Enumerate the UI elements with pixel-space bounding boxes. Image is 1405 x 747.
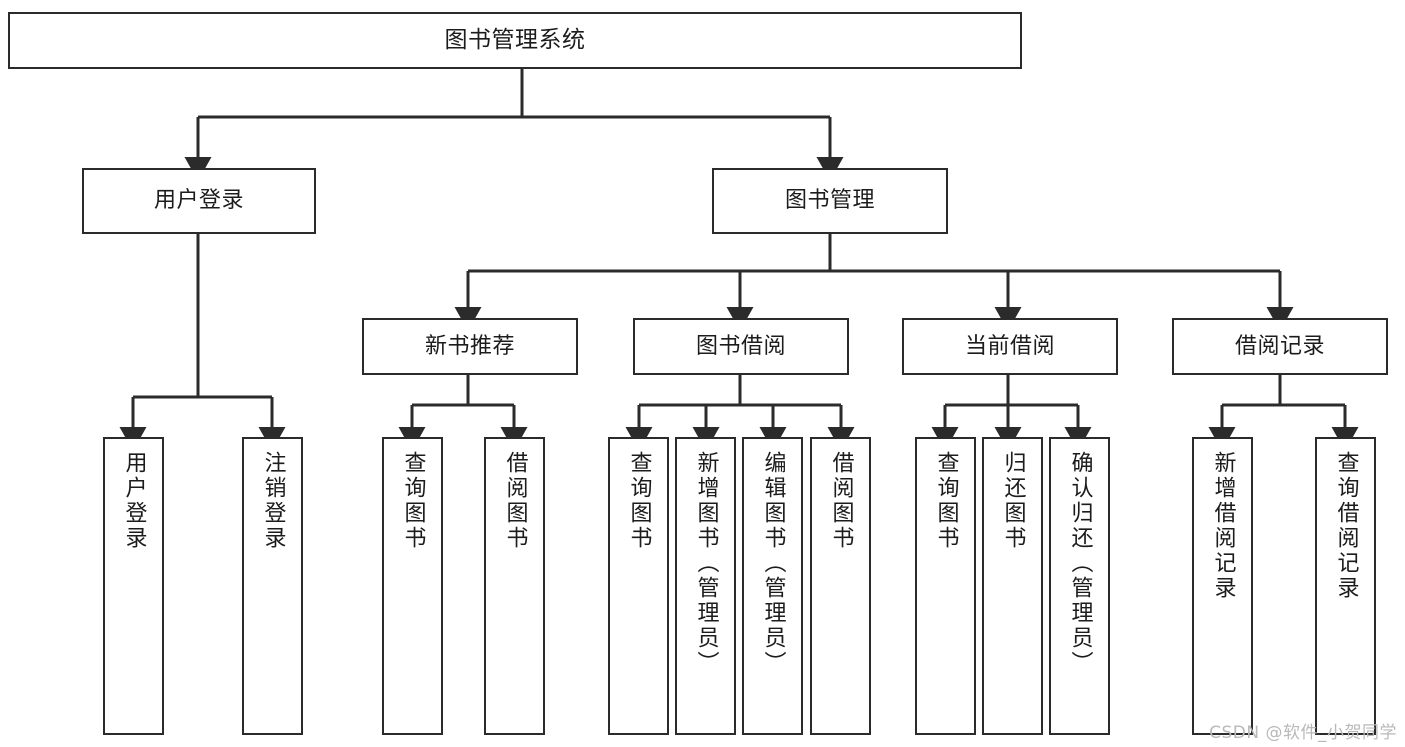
node-label: 新书推荐 bbox=[424, 333, 515, 359]
node-book-management[interactable]: 图书管理 bbox=[712, 168, 948, 234]
node-label: 图书管理 bbox=[784, 188, 875, 214]
node-label: 用户登录 bbox=[121, 451, 147, 551]
leaf-borrow-edit-book[interactable]: 编辑图书（管理员） bbox=[742, 437, 803, 735]
node-label: 注销登录 bbox=[260, 451, 286, 551]
leaf-recommend-query-book[interactable]: 查询图书 bbox=[382, 437, 443, 735]
leaf-record-add-record[interactable]: 新增借阅记录 bbox=[1192, 437, 1253, 735]
node-label: 归还图书 bbox=[1000, 451, 1026, 551]
node-label: 借阅记录 bbox=[1234, 333, 1325, 359]
node-label: 查询借阅记录 bbox=[1333, 451, 1359, 601]
node-label: 新增借阅记录 bbox=[1210, 451, 1236, 601]
node-label: 新增图书（管理员） bbox=[693, 451, 719, 676]
node-current-borrow[interactable]: 当前借阅 bbox=[902, 318, 1118, 375]
node-label: 图书借阅 bbox=[695, 333, 786, 359]
node-label: 用户登录 bbox=[153, 188, 244, 214]
node-root-system[interactable]: 图书管理系统 bbox=[8, 12, 1022, 69]
node-label: 图书管理系统 bbox=[444, 27, 586, 54]
node-borrow-record[interactable]: 借阅记录 bbox=[1172, 318, 1388, 375]
node-user-login[interactable]: 用户登录 bbox=[82, 168, 316, 234]
node-label: 查询图书 bbox=[626, 451, 652, 551]
node-label: 当前借阅 bbox=[964, 333, 1055, 359]
node-label: 借阅图书 bbox=[828, 451, 854, 551]
leaf-current-query-book[interactable]: 查询图书 bbox=[915, 437, 976, 735]
leaf-borrow-borrow-book[interactable]: 借阅图书 bbox=[810, 437, 871, 735]
leaf-record-query-record[interactable]: 查询借阅记录 bbox=[1315, 437, 1376, 735]
node-label: 编辑图书（管理员） bbox=[760, 451, 786, 676]
node-book-borrow[interactable]: 图书借阅 bbox=[633, 318, 849, 375]
leaf-current-return-book[interactable]: 归还图书 bbox=[982, 437, 1043, 735]
node-label: 查询图书 bbox=[933, 451, 959, 551]
leaf-user-login-login[interactable]: 用户登录 bbox=[103, 437, 164, 735]
csdn-watermark: CSDN @软件_小贺同学 bbox=[1209, 723, 1397, 743]
leaf-borrow-query-book[interactable]: 查询图书 bbox=[608, 437, 669, 735]
leaf-user-login-logout[interactable]: 注销登录 bbox=[242, 437, 303, 735]
leaf-current-confirm-return[interactable]: 确认归还（管理员） bbox=[1049, 437, 1110, 735]
leaf-recommend-borrow-book[interactable]: 借阅图书 bbox=[484, 437, 545, 735]
leaf-borrow-add-book[interactable]: 新增图书（管理员） bbox=[675, 437, 736, 735]
node-label: 确认归还（管理员） bbox=[1067, 451, 1093, 676]
node-label: 借阅图书 bbox=[502, 451, 528, 551]
node-label: 查询图书 bbox=[400, 451, 426, 551]
node-new-book-recommend[interactable]: 新书推荐 bbox=[362, 318, 578, 375]
